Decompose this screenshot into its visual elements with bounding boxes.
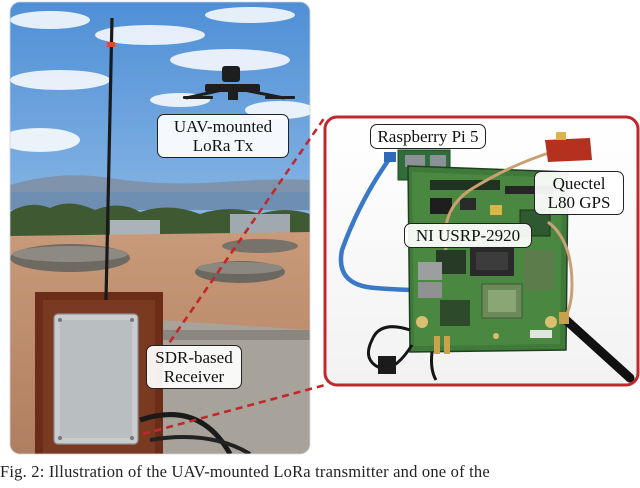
uav-label-line1: UAV-mounted xyxy=(173,117,273,136)
uav-label: UAV-mounted LoRa Tx xyxy=(157,114,289,158)
figure-caption: Fig. 2: Illustration of the UAV-mounted … xyxy=(0,462,490,481)
gps-label: Quectel L80 GPS xyxy=(534,171,624,215)
raspberry-label-text: Raspberry Pi 5 xyxy=(377,127,479,146)
connector-line-top xyxy=(154,116,327,363)
receiver-label-line1: SDR-based xyxy=(155,348,233,367)
black-antenna xyxy=(561,315,635,383)
gps-label-line1: Quectel xyxy=(552,174,606,193)
usrp-label: NI USRP-2920 xyxy=(404,223,532,248)
raspberry-label: Raspberry Pi 5 xyxy=(370,124,486,149)
uav-label-line2: LoRa Tx xyxy=(192,136,254,155)
gps-label-line2: L80 GPS xyxy=(547,193,611,212)
receiver-label: SDR-based Receiver xyxy=(146,345,242,389)
inset-frame xyxy=(323,115,640,387)
receiver-hardware-photo xyxy=(325,117,638,385)
antenna-mast xyxy=(104,17,114,301)
connector-line-bottom xyxy=(142,383,326,436)
receiver-label-line2: Receiver xyxy=(163,367,225,386)
drone-icon xyxy=(183,66,295,100)
usrp-label-text: NI USRP-2920 xyxy=(415,226,521,245)
